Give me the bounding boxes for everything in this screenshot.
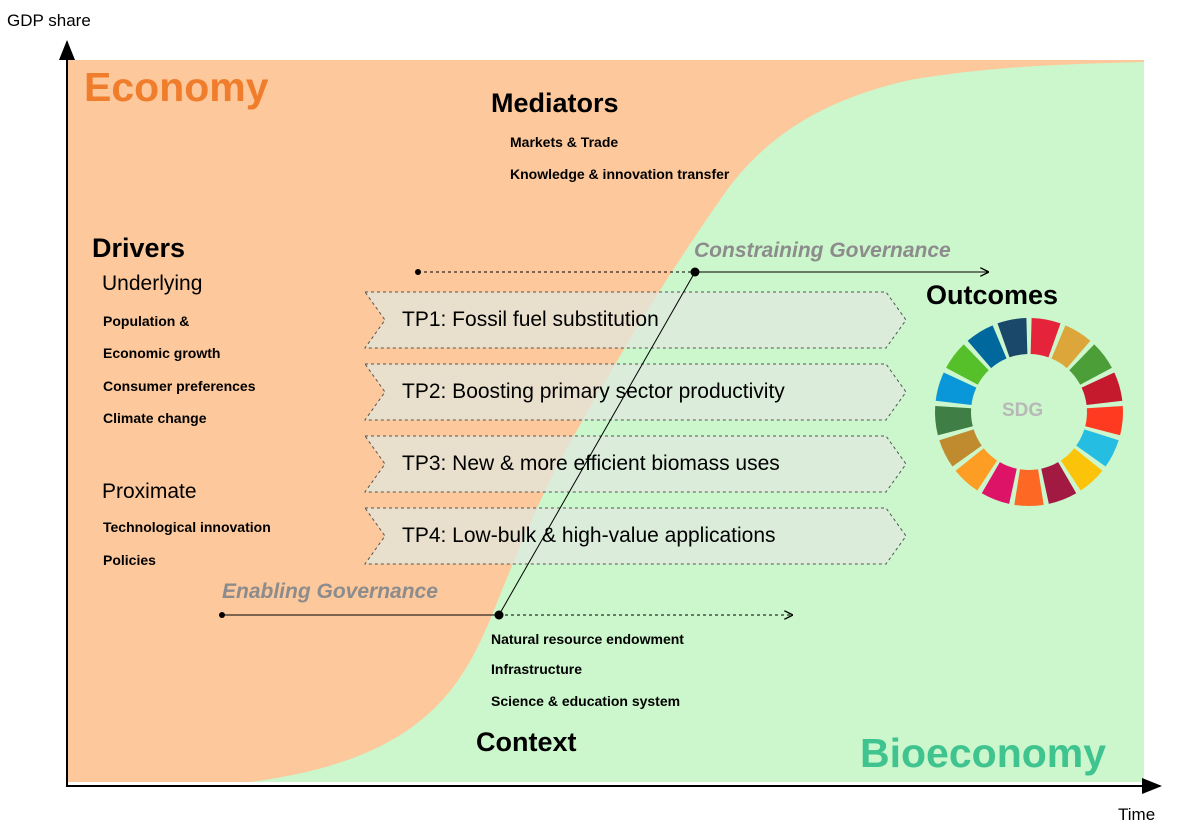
pathway-arrow-1: [364, 291, 907, 349]
sdg-segment: [1076, 429, 1119, 467]
sdg-segment: [935, 405, 973, 436]
sdg-wheel-icon: [935, 318, 1123, 506]
constraining-start-dot: [415, 269, 421, 275]
underlying-item-3: Consumer preferences: [103, 378, 256, 394]
transition-connector: [498, 271, 696, 616]
pathway-arrow-4: [364, 507, 907, 565]
sdg-segment: [1041, 462, 1077, 504]
constraining-governance-label: Constraining Governance: [694, 239, 951, 262]
enabling-governance-label: Enabling Governance: [222, 580, 438, 603]
sdg-segment: [1081, 372, 1123, 406]
bioeconomy-label: Bioeconomy: [860, 730, 1107, 776]
drivers-underlying-label: Underlying: [102, 272, 203, 295]
pathway-label-2: TP2: Boosting primary sector productivit…: [402, 380, 785, 403]
pathway-label-3: TP3: New & more efficient biomass uses: [402, 452, 780, 475]
sdg-segment: [1085, 405, 1123, 436]
pathway-label-4: TP4: Low-bulk & high-value applications: [402, 524, 776, 547]
sdg-segment: [981, 462, 1017, 504]
economy-label: Economy: [84, 64, 269, 110]
sdg-segment: [955, 448, 998, 491]
mediators-title: Mediators: [491, 88, 619, 118]
underlying-item-1: Population &: [103, 313, 190, 329]
sdg-segment: [1069, 344, 1112, 385]
enabling-start-dot: [219, 612, 225, 618]
pathway-arrows: [364, 291, 907, 565]
sdg-segment: [1030, 318, 1061, 358]
enabling-pivot-dot: [494, 610, 504, 620]
x-axis-label: Time: [1118, 805, 1156, 824]
sdg-segment: [946, 344, 989, 385]
pathway-arrow-3: [364, 435, 907, 493]
sdg-center-label: SDG: [1002, 400, 1044, 421]
pathway-label-1: TP1: Fossil fuel substitution: [402, 308, 659, 331]
y-axis-label: GDP share: [7, 11, 91, 30]
drivers-proximate-label: Proximate: [102, 480, 197, 503]
sdg-segment: [997, 318, 1028, 358]
sdg-segment: [1051, 325, 1091, 369]
mediators-item-2: Knowledge & innovation transfer: [510, 166, 730, 182]
underlying-item-2: Economic growth: [103, 345, 221, 361]
sdg-segment: [935, 372, 977, 406]
drivers-title: Drivers: [92, 233, 186, 263]
context-title: Context: [476, 727, 577, 757]
context-item-3: Science & education system: [491, 693, 681, 709]
context-item-1: Natural resource endowment: [491, 631, 684, 647]
pathway-arrow-2: [364, 363, 907, 421]
mediators-item-1: Markets & Trade: [510, 134, 619, 150]
context-item-2: Infrastructure: [491, 661, 583, 677]
economy-region: [68, 60, 1144, 782]
sdg-segment: [1060, 448, 1103, 491]
sdg-segment: [967, 325, 1007, 369]
sdg-segment: [1014, 469, 1044, 506]
governance-lines: [219, 267, 988, 620]
underlying-item-4: Climate change: [103, 410, 207, 426]
proximate-item-2: Policies: [103, 552, 156, 568]
proximate-item-1: Technological innovation: [103, 519, 271, 535]
constraining-pivot-dot: [690, 267, 700, 277]
sdg-segment: [939, 429, 982, 467]
outcomes-title: Outcomes: [926, 280, 1059, 310]
